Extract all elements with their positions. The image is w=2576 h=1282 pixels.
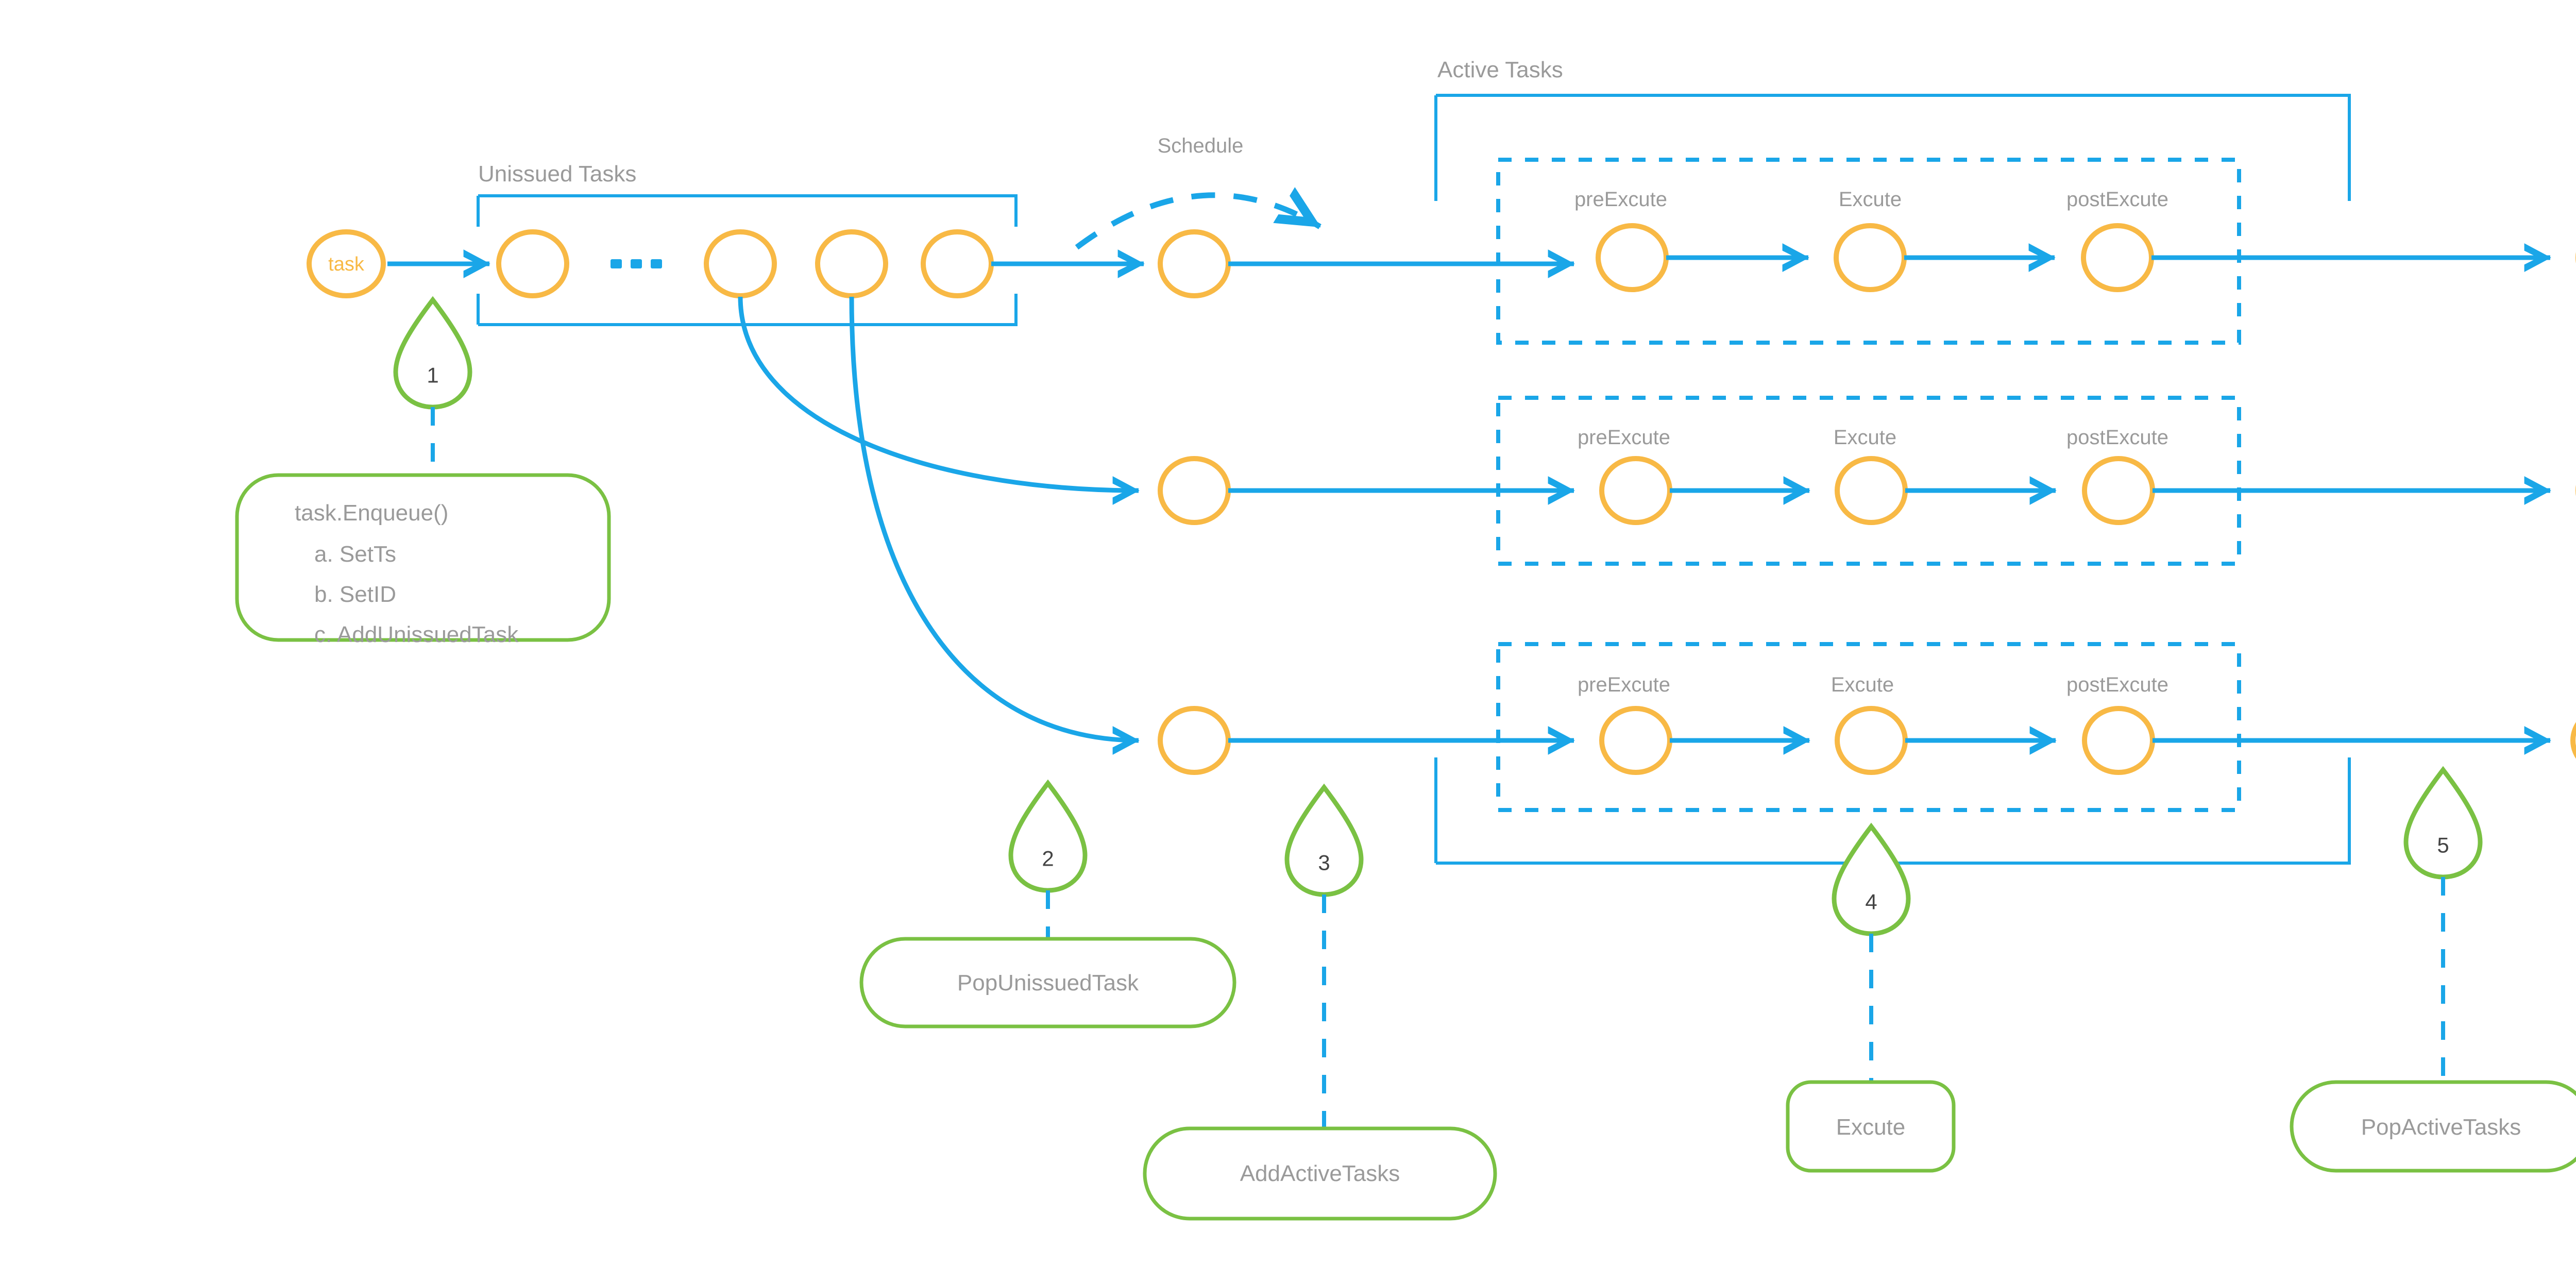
node-preexcute-row2[interactable] (1599, 456, 1672, 525)
active-tasks-group-label: Active Tasks (1437, 57, 1563, 82)
unissued-tasks-group-label: Unissued Tasks (478, 161, 636, 187)
node-postexcute-row3[interactable] (2082, 706, 2155, 775)
stage-label-pre-row2: preExcute (1578, 426, 1670, 449)
badge-1-number: 1 (427, 363, 438, 387)
badge-1-marker[interactable] (393, 296, 472, 410)
callout-add-active-label: AddActiveTasks (1240, 1161, 1400, 1186)
badge-3-number: 3 (1318, 851, 1330, 875)
edge-queue-curve-row3 (849, 296, 1140, 755)
active-tasks-bracket-top (1434, 94, 2351, 201)
node-excute-row2[interactable] (1835, 456, 1908, 525)
callout-pop-unissued-box[interactable] (859, 937, 1236, 1028)
badge-5-marker[interactable] (2403, 766, 2483, 880)
task-start-node-label: task (328, 254, 365, 275)
stage-label-pre-row3: preExcute (1578, 673, 1670, 696)
callout-enqueue-title: task.Enqueue() (295, 500, 448, 526)
queue-ellipsis-icon (611, 259, 662, 268)
stage-label-post-row3: postExcute (2066, 673, 2168, 696)
unissued-node-4[interactable] (921, 229, 994, 298)
node-postexcute-row1[interactable] (2081, 223, 2154, 292)
stage-label-post-row2: postExcute (2066, 426, 2168, 449)
callout-pop-active-box[interactable] (2290, 1080, 2576, 1173)
unissued-node-2[interactable] (704, 229, 777, 298)
stage-label-exec-row2: Excute (1834, 426, 1896, 449)
badge-3-marker[interactable] (1284, 783, 1364, 897)
stage-label-pre-row1: preExcute (1574, 188, 1667, 211)
callout-enqueue-step-c: c. AddUnissuedTask (314, 622, 519, 647)
callout-enqueue-box[interactable] (235, 473, 611, 642)
callout-pop-unissued-label: PopUnissuedTask (957, 970, 1139, 996)
stage-label-post-row1: postExcute (2066, 188, 2168, 211)
scheduled-node-row2[interactable] (1158, 456, 1231, 525)
node-postexcute-row2[interactable] (2082, 456, 2155, 525)
node-preexcute-row3[interactable] (1599, 706, 1672, 775)
badge-2-marker[interactable] (1008, 779, 1088, 893)
callout-enqueue-step-b: b. SetID (314, 582, 396, 607)
badge-2-number: 2 (1042, 847, 1054, 871)
schedule-arc-arrow (1075, 187, 1321, 250)
unissued-node-3[interactable] (815, 229, 888, 298)
callout-execute-box[interactable] (1786, 1080, 1956, 1173)
unissued-tasks-bracket-bottom (477, 294, 1018, 326)
badge-4-marker[interactable] (1832, 822, 1911, 936)
schedule-label: Schedule (1158, 134, 1244, 157)
scheduled-node-row1[interactable] (1158, 229, 1231, 298)
node-completed-row3[interactable] (2570, 709, 2576, 772)
callout-enqueue-step-a: a. SetTs (314, 542, 396, 567)
task-start-node[interactable] (307, 229, 386, 298)
node-excute-row3[interactable] (1835, 706, 1908, 775)
stage-label-exec-row1: Excute (1839, 188, 1902, 211)
badge-5-number: 5 (2437, 833, 2449, 857)
node-excute-row1[interactable] (1834, 223, 1907, 292)
active-tasks-bracket-bottom (1434, 757, 2351, 865)
callout-pop-active-label: PopActiveTasks (2361, 1115, 2521, 1140)
badge-4-number: 4 (1865, 890, 1877, 914)
scheduled-node-row3[interactable] (1158, 706, 1231, 775)
execution-box-row1 (1496, 158, 2241, 345)
node-preexcute-row1[interactable] (1596, 223, 1669, 292)
unissued-tasks-bracket-top (477, 194, 1018, 227)
callout-execute-label: Excute (1836, 1115, 1906, 1140)
stage-label-exec-row3: Excute (1831, 673, 1894, 696)
unissued-node-1[interactable] (496, 229, 569, 298)
callout-add-active-box[interactable] (1143, 1126, 1497, 1221)
